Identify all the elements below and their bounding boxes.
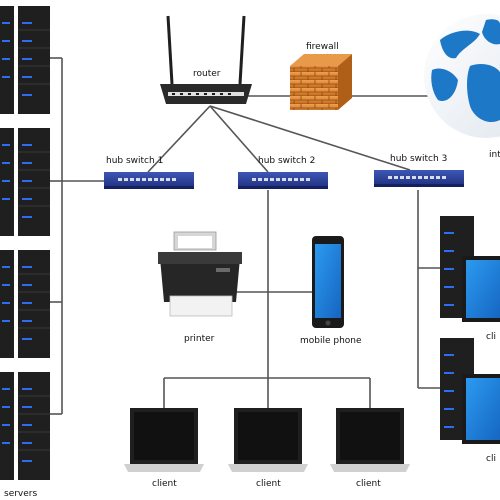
- mobile-phone-icon: [312, 236, 344, 328]
- servers-label: servers: [4, 489, 37, 499]
- router-hub2-line: [209, 105, 269, 173]
- client-right-2-label: cli: [486, 454, 496, 464]
- hub-switch-2-label: hub switch 2: [258, 156, 315, 166]
- internet-globe-icon: [424, 14, 500, 138]
- connection-lines: [50, 57, 440, 415]
- router-hub3-line: [209, 105, 411, 171]
- server-rack-1: [0, 6, 50, 114]
- client-3-label: client: [356, 479, 381, 489]
- firewall-label: firewall: [306, 42, 339, 52]
- mobile-phone-label: mobile phone: [300, 336, 362, 346]
- server-rack-4: [0, 372, 50, 480]
- server-rack-2: [0, 128, 50, 236]
- client-laptop-1-icon: [124, 408, 204, 472]
- hub-switch-3-icon: [374, 170, 464, 187]
- hub-switch-1-icon: [104, 172, 194, 189]
- printer-label: printer: [184, 334, 215, 344]
- firewall-icon: [290, 54, 352, 110]
- router-icon: [160, 15, 252, 104]
- right-monitor-1-icon: [462, 256, 500, 322]
- hub-switch-3-label: hub switch 3: [390, 154, 447, 164]
- hub-switch-1-label: hub switch 1: [106, 156, 163, 166]
- client-laptop-3-icon: [330, 408, 410, 472]
- server-rack-3: [0, 250, 50, 358]
- hub-switch-2-icon: [238, 172, 328, 189]
- client-right-1-label: cli: [486, 332, 496, 342]
- client-laptop-2-icon: [228, 408, 308, 472]
- right-monitor-2-icon: [462, 374, 500, 444]
- printer-icon: [158, 231, 242, 317]
- internet-label: int: [489, 150, 500, 160]
- client-2-label: client: [256, 479, 281, 489]
- router-label: router: [193, 69, 221, 79]
- client-1-label: client: [152, 479, 177, 489]
- router-hub1-line: [147, 105, 211, 173]
